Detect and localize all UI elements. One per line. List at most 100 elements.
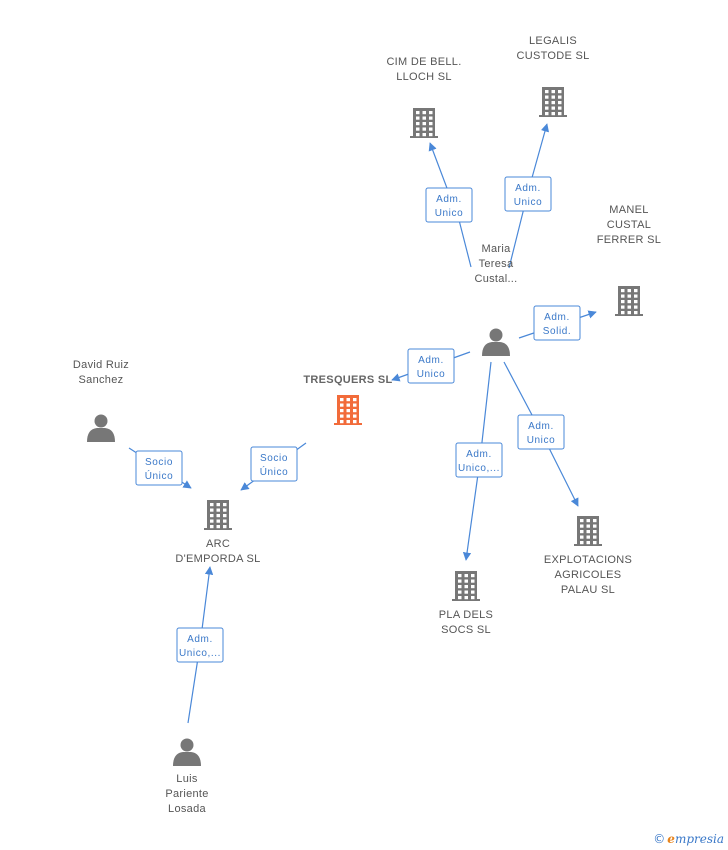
building-window: [627, 305, 631, 309]
building-window: [353, 409, 357, 413]
edge-luis-arc[interactable]: Adm. Unico,...: [176, 566, 224, 724]
main-company-icon[interactable]: [334, 395, 362, 425]
edge-maria-tresquers[interactable]: Adm.Unico: [391, 348, 471, 384]
building-window: [340, 414, 344, 418]
building-window: [464, 574, 468, 578]
node-label: David Ruiz: [73, 359, 129, 371]
building-window: [545, 106, 549, 110]
node-label: PALAU SL: [561, 584, 615, 596]
relation-badge[interactable]: [407, 348, 455, 384]
building-window: [634, 305, 638, 309]
building-window: [353, 398, 357, 402]
building-window: [464, 585, 468, 589]
relation-badge[interactable]: [504, 176, 552, 212]
building-window: [458, 596, 462, 600]
relation-badge[interactable]: [517, 414, 565, 450]
relation-badge[interactable]: [250, 446, 298, 482]
node-label: CIM DE BELL.: [386, 56, 461, 68]
building-window: [464, 590, 468, 594]
relation-label: Unico: [514, 197, 543, 208]
building-window: [216, 514, 220, 518]
building-base: [574, 544, 602, 546]
edge-maria-manel[interactable]: Adm.Solid.: [518, 305, 597, 341]
node-label: AGRICOLES: [555, 569, 622, 581]
edge-maria-pla[interactable]: Adm.Unico,...: [455, 361, 503, 561]
person-icon[interactable]: [87, 414, 115, 443]
company-icon[interactable]: [452, 571, 480, 601]
node-label: Pariente: [165, 788, 208, 800]
building-window: [340, 420, 344, 424]
building-window: [627, 300, 631, 304]
footer-brand[interactable]: ©empresia: [653, 832, 724, 846]
building-window: [416, 127, 420, 131]
building-window: [458, 579, 462, 583]
person-head: [180, 738, 194, 752]
relation-label: Unico,...: [179, 648, 221, 659]
building-window: [586, 530, 590, 534]
relation-label: Adm.: [187, 634, 213, 645]
person-body: [482, 342, 510, 356]
building-window: [627, 289, 631, 293]
building-base: [410, 136, 438, 138]
person-icon[interactable]: [173, 738, 201, 767]
building-window: [416, 116, 420, 120]
building-window: [422, 111, 426, 115]
building-window: [346, 409, 350, 413]
building-window: [586, 541, 590, 545]
company-icon[interactable]: [410, 108, 438, 138]
node-maria[interactable]: MariaTeresaCustal...: [474, 243, 517, 356]
building-base: [539, 115, 567, 117]
node-tresquers[interactable]: TRESQUERS SL: [303, 374, 392, 425]
company-icon[interactable]: [539, 87, 567, 117]
building-base: [334, 423, 362, 425]
building-window: [340, 403, 344, 407]
building-window: [340, 409, 344, 413]
building-window: [580, 541, 584, 545]
relation-label: Unico: [435, 208, 464, 219]
node-label: EXPLOTACIONS: [544, 554, 632, 566]
company-icon[interactable]: [615, 286, 643, 316]
node-label: CUSTAL: [607, 219, 651, 231]
building-window: [580, 519, 584, 523]
building-window: [216, 508, 220, 512]
relation-badge[interactable]: [533, 305, 581, 341]
building-window: [216, 525, 220, 529]
building-window: [216, 519, 220, 523]
building-window: [634, 311, 638, 315]
building-window: [545, 101, 549, 105]
building-window: [580, 530, 584, 534]
edge-maria-explot[interactable]: Adm.Unico: [503, 361, 579, 507]
node-explot[interactable]: EXPLOTACIONS AGRICOLES PALAU SL: [544, 516, 632, 596]
building-window: [545, 90, 549, 94]
company-icon[interactable]: [574, 516, 602, 546]
relation-label: Adm.: [515, 183, 541, 194]
edge-maria-cim[interactable]: Adm.Unico: [425, 142, 473, 268]
building-window: [471, 596, 475, 600]
brand-initial: e: [667, 832, 675, 846]
building-window: [558, 112, 562, 116]
relation-label: Adm.: [466, 449, 492, 460]
building-window: [551, 112, 555, 116]
relation-badge[interactable]: [176, 627, 224, 663]
relation-badge[interactable]: [455, 442, 503, 478]
company-icon[interactable]: [204, 500, 232, 530]
building-window: [634, 289, 638, 293]
relation-badge[interactable]: [135, 450, 183, 486]
building-window: [422, 122, 426, 126]
person-icon[interactable]: [482, 328, 510, 357]
building-window: [634, 300, 638, 304]
node-cim[interactable]: CIM DE BELL.LLOCH SL: [386, 56, 461, 138]
node-label[interactable]: TRESQUERS SL: [303, 374, 392, 386]
edge-maria-legalis[interactable]: Adm. Unico: [504, 123, 552, 269]
relation-badge[interactable]: [425, 187, 473, 223]
building-base: [204, 528, 232, 530]
